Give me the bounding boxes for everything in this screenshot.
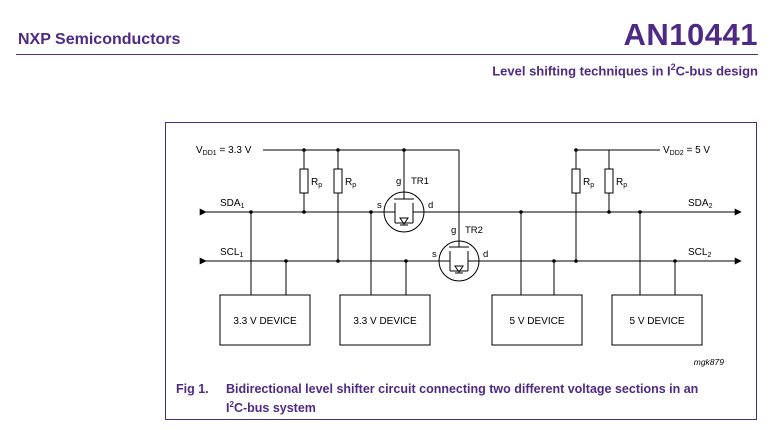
document-number: AN10441: [623, 17, 758, 52]
vdd2-label: VDD2 = 5 V: [663, 145, 710, 157]
device-label-3: 5 V DEVICE: [509, 316, 564, 327]
device-label-1: 3.3 V DEVICE: [233, 316, 297, 327]
device-box-3: [491, 294, 583, 346]
scl2-label: SCL2: [688, 247, 711, 259]
tr1-transistor: [383, 191, 425, 233]
rp-label-2: Rp: [345, 177, 356, 189]
caption-line-1: Bidirectional level shifter circuit conn…: [226, 382, 699, 396]
figure-code: mgk879: [694, 357, 725, 367]
document-subtitle: Level shifting techniques in I2C-bus des…: [492, 62, 758, 79]
device-box-4: [611, 294, 703, 346]
rp-resistor-4: [604, 168, 614, 194]
caption-line-2: I2C-bus system: [226, 400, 316, 416]
tr2-label: TR2: [465, 225, 483, 236]
rp-resistor-3: [571, 168, 581, 194]
company-name: NXP Semiconductors: [18, 31, 181, 48]
device-box-1: [219, 294, 311, 346]
tr1-source-label: s: [377, 200, 382, 211]
device-label-4: 5 V DEVICE: [629, 316, 684, 327]
device-label-2: 3.3 V DEVICE: [353, 316, 417, 327]
scl1-label: SCL1: [220, 247, 243, 259]
tr1-drain-label: d: [428, 200, 433, 211]
tr1-label: TR1: [411, 176, 429, 187]
tr2-gate-label: g: [451, 225, 456, 236]
circuit-diagram: VDD1 = 3.3 V VDD2 = 5 V Rp Rp Rp Rp SDA1…: [196, 145, 742, 367]
tr2-source-label: s: [432, 249, 437, 260]
tr1-gate-label: g: [396, 176, 401, 187]
rp-resistor-1: [299, 168, 309, 194]
tr2-drain-label: d: [483, 249, 488, 260]
figure-number: Fig 1.: [176, 382, 209, 396]
vdd1-label: VDD1 = 3.3 V: [196, 145, 252, 157]
figure-caption: Fig 1. Bidirectional level shifter circui…: [176, 381, 746, 416]
figure-box: VDD1 = 3.3 V VDD2 = 5 V Rp Rp Rp Rp SDA1…: [165, 122, 757, 420]
sda2-label: SDA2: [688, 198, 713, 210]
rp-label-4: Rp: [616, 177, 627, 189]
rp-label-3: Rp: [583, 177, 594, 189]
device-box-2: [339, 294, 431, 346]
header-rule: [16, 54, 758, 55]
rp-label-1: Rp: [311, 177, 322, 189]
sda1-label: SDA1: [220, 198, 245, 210]
rp-resistor-2: [333, 168, 343, 194]
